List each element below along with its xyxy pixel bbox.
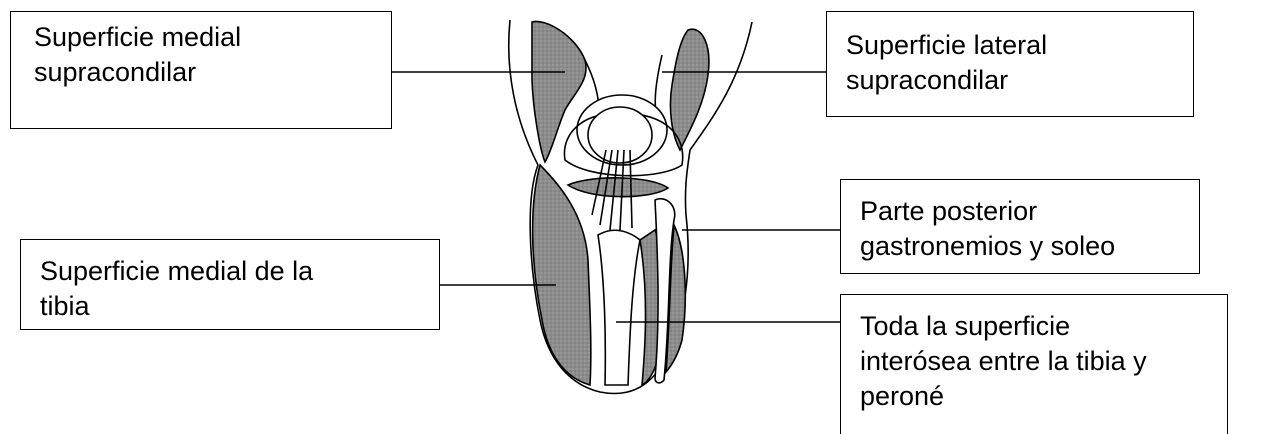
knee-leg-illustration <box>509 20 752 394</box>
medial-tibia-label: Superficie medial de la tibia <box>40 254 313 324</box>
medial-supracondylar-label: Superficie medial supracondilar <box>34 20 241 90</box>
interosseous-label: Toda la superficie interósea entre la ti… <box>860 309 1147 414</box>
lateral-supracondylar-label: Superficie lateral supracondilar <box>846 28 1047 98</box>
posterior-gastrocnemius-label: Parte posterior gastronemios y soleo <box>860 194 1115 264</box>
